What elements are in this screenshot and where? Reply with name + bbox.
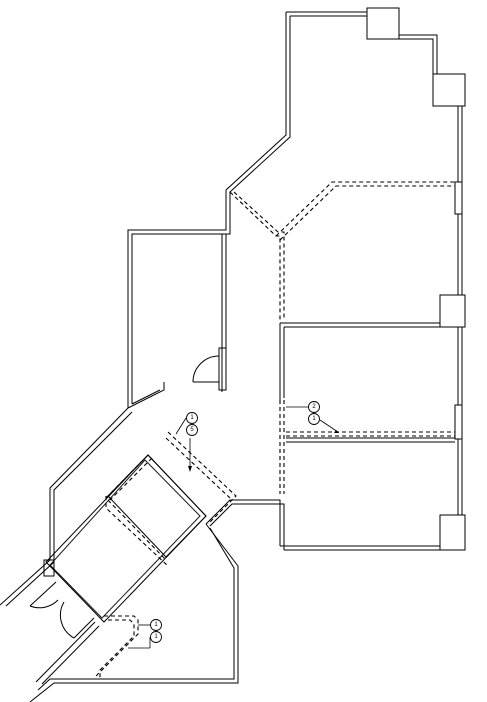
tag-circle: [150, 619, 162, 631]
tag-label: 1: [154, 622, 158, 628]
tag-circle: [186, 424, 198, 436]
tag-label: 2: [312, 404, 316, 410]
structural-columns: [366, 7, 466, 551]
tag-label: 1: [154, 634, 158, 640]
tag-label: 1: [190, 415, 194, 421]
exterior-walls: [0, 11, 463, 702]
callout-group-middle: 2 1: [286, 401, 339, 433]
stair-core: [45, 454, 207, 623]
callout-group-upper: 1 5: [175, 412, 198, 472]
tag-circle: [186, 412, 198, 424]
tag-circle: [308, 413, 320, 425]
tag-label: 5: [190, 427, 194, 433]
tag-circle: [308, 401, 320, 413]
column: [439, 294, 466, 328]
column: [439, 514, 466, 551]
tag-label: 1: [312, 416, 316, 422]
callout-group-lower: 1 1: [128, 619, 162, 649]
column: [432, 73, 466, 107]
tag-circle: [150, 631, 162, 643]
dashed-partitions: [95, 181, 455, 678]
column: [366, 7, 400, 40]
